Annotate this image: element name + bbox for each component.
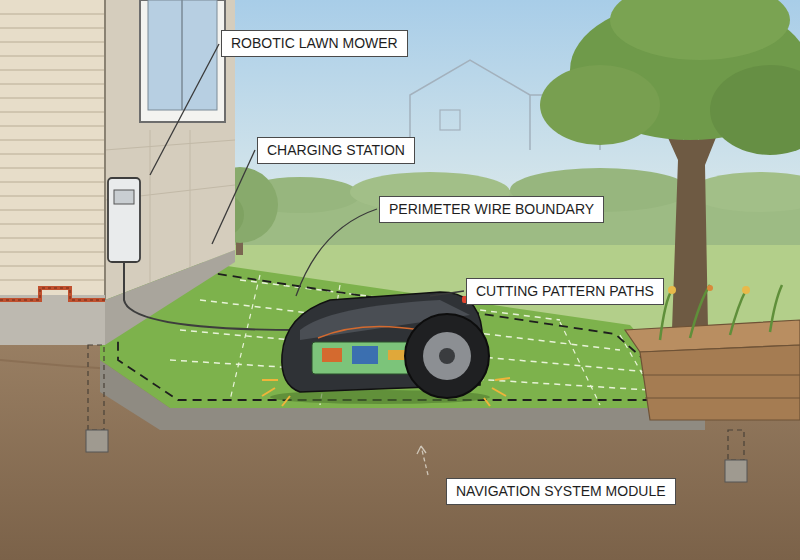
foundation [725, 460, 747, 482]
robotic-mower [282, 292, 482, 392]
cutting-pattern-lines [170, 275, 680, 405]
robotic-mower [423, 332, 471, 380]
cutting-sparks [262, 378, 510, 406]
leader-lines [296, 209, 377, 296]
callout-label: PERIMETER WIRE BOUNDARY [389, 201, 594, 218]
perimeter-wire [118, 272, 690, 400]
perimeter-wire [118, 272, 690, 400]
robotic-mower [318, 326, 420, 338]
background-hedge [690, 172, 800, 212]
leader-lines [150, 44, 219, 175]
foundation [0, 295, 105, 345]
charging-station [108, 178, 300, 330]
foundation [728, 430, 744, 460]
leader-lines [417, 446, 426, 454]
house-window [181, 0, 183, 110]
charging-station [108, 178, 140, 262]
power-pipe [0, 288, 105, 300]
callout-label: CHARGING STATION [267, 142, 405, 159]
house-wall [0, 0, 235, 300]
foundation [0, 250, 747, 482]
callout-box: ROBOTIC LAWN MOWER [221, 30, 408, 57]
large-tree [540, 65, 660, 145]
raised-garden-bed [707, 285, 713, 291]
charging-station [124, 262, 300, 330]
foundation [86, 430, 108, 452]
robotic-mower [388, 350, 406, 360]
house-wall [0, 14, 105, 280]
robotic-mower [322, 348, 342, 362]
raised-garden-bed [668, 286, 676, 294]
house-wall [0, 0, 105, 300]
house-wall [105, 0, 235, 300]
house-window [140, 0, 225, 122]
large-tree [710, 65, 800, 155]
robotic-mower [439, 348, 455, 364]
leader-lines [150, 44, 464, 475]
raised-garden-bed [742, 286, 750, 294]
leader-lines [430, 291, 464, 296]
cutting-sparks [262, 378, 510, 406]
house-window [140, 0, 225, 122]
callout-label: NAVIGATION SYSTEM MODULE [456, 483, 666, 500]
foundation [88, 345, 104, 430]
large-tree [610, 0, 790, 60]
cutting-pattern-lines [230, 275, 660, 405]
callout-label: ROBOTIC LAWN MOWER [231, 35, 398, 52]
robotic-mower [352, 346, 378, 364]
charging-station [114, 190, 134, 204]
raised-garden-bed [642, 375, 800, 398]
house-wall [104, 0, 106, 300]
leader-lines [212, 150, 255, 244]
robotic-mower [270, 292, 490, 404]
power-pipe [0, 288, 105, 300]
raised-garden-bed [625, 285, 800, 420]
callout-box: CHARGING STATION [257, 137, 415, 164]
distant-house [440, 110, 460, 130]
power-pipe [0, 288, 105, 300]
callout-box: PERIMETER WIRE BOUNDARY [379, 196, 604, 223]
robotic-mower [405, 314, 489, 398]
raised-garden-bed [640, 345, 800, 420]
raised-garden-bed [660, 285, 782, 340]
callout-label: CUTTING PATTERN PATHS [476, 283, 654, 300]
callout-box: NAVIGATION SYSTEM MODULE [446, 478, 676, 505]
callout-box: CUTTING PATTERN PATHS [466, 278, 664, 305]
house-window [148, 0, 217, 110]
